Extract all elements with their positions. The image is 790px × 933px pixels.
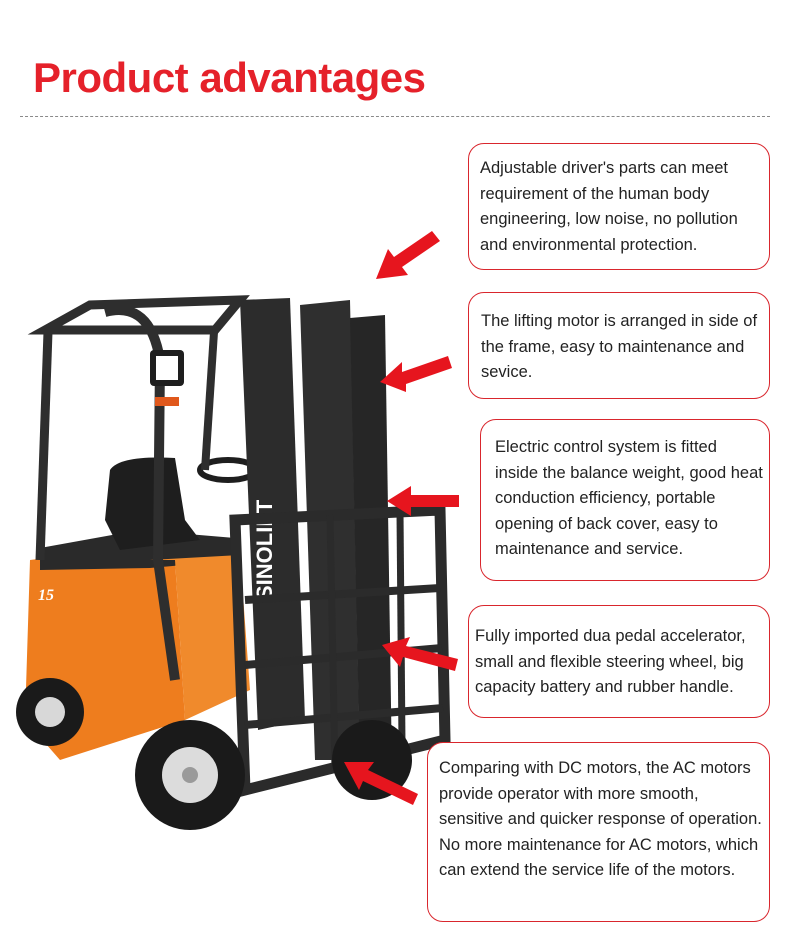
- forklift-illustration: SINOLIFT 15: [16, 295, 451, 830]
- callout-ac-motors: Comparing with DC motors, the AC motors …: [427, 742, 770, 922]
- arrow-icon: [344, 762, 418, 805]
- callout-electric-control: Electric control system is fitted inside…: [480, 419, 770, 581]
- callout-driver-ergonomics: Adjustable driver's parts can meet requi…: [468, 143, 770, 270]
- callout-pedal-accelerator: Fully imported dua pedal accelerator, sm…: [468, 605, 770, 718]
- model-badge: 15: [38, 587, 54, 604]
- arrow-icon: [376, 231, 440, 279]
- arrow-icon: [387, 486, 459, 516]
- arrow-icon: [382, 637, 458, 671]
- page-title: Product advantages: [33, 54, 426, 101]
- dashed-divider: [20, 116, 770, 117]
- callout-lifting-motor: The lifting motor is arranged in side of…: [468, 292, 770, 399]
- forklift-side-panel: [150, 555, 250, 720]
- forklift-seat: [105, 457, 200, 550]
- arrow-icon: [380, 356, 452, 392]
- fork-carriage: [229, 504, 451, 797]
